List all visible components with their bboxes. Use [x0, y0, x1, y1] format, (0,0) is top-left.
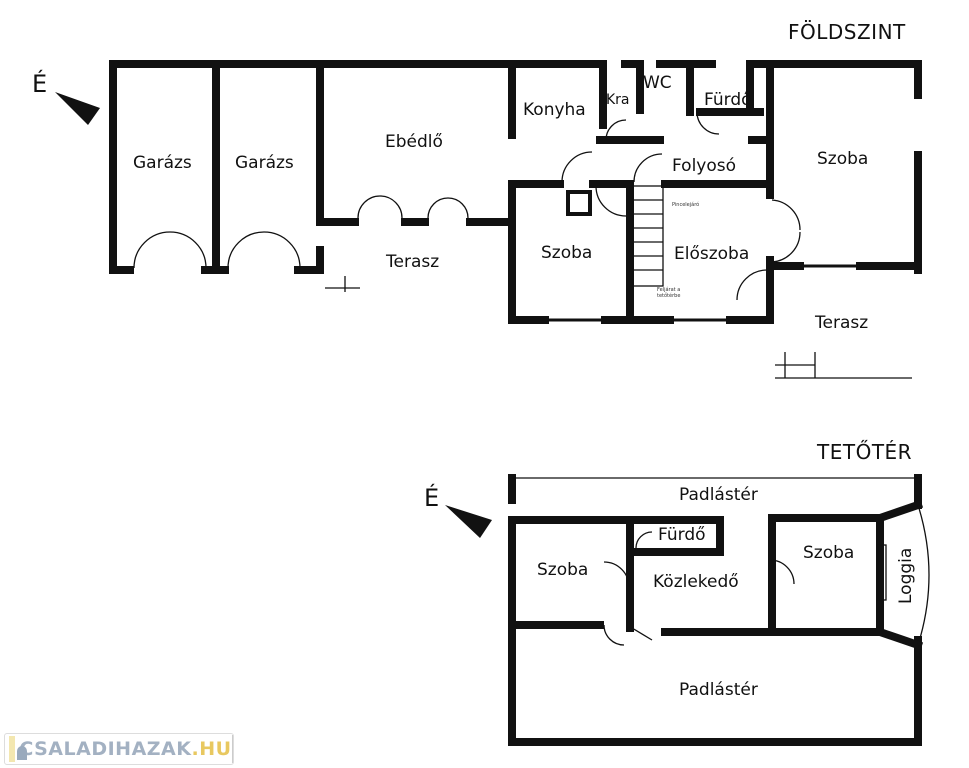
room-label: Előszoba — [674, 244, 750, 264]
chimney — [566, 190, 592, 216]
north-label: É — [32, 70, 48, 98]
wall — [212, 60, 516, 274]
loggia-arc — [917, 504, 930, 646]
stair-treads — [633, 199, 663, 271]
door-swing — [603, 531, 795, 646]
room-label: Konyha — [523, 100, 586, 120]
room-label: Fürdő — [704, 90, 752, 110]
wall — [508, 474, 922, 746]
attic-title: TETŐTÉR — [817, 440, 913, 464]
terrace-line — [325, 276, 912, 379]
room-label: Garázs — [235, 153, 294, 173]
wall — [508, 499, 924, 651]
room-label: WC — [643, 73, 672, 93]
logo-bar — [231, 735, 233, 763]
room-label: Kra — [606, 92, 630, 108]
room-label: Terasz — [815, 313, 869, 333]
room-label: Szoba — [803, 543, 855, 563]
door-swing — [561, 111, 801, 301]
room-label: Loggia — [896, 547, 916, 604]
room-label: Padlástér — [679, 485, 758, 505]
room-label: Szoba — [541, 243, 593, 263]
wall — [599, 60, 774, 188]
stairs — [632, 185, 664, 287]
wall — [508, 60, 922, 324]
room-label: Garázs — [133, 153, 192, 173]
brand-tld: .HU — [191, 738, 232, 760]
brand-text: CSALADIHAZAK — [19, 738, 192, 760]
room-label: Közlekedő — [653, 572, 739, 592]
attic-stairs-note: Feljárat a tetőtérbe — [657, 287, 681, 299]
loggia-window — [877, 544, 887, 601]
north-arrow-icon — [445, 505, 492, 538]
north-label: É — [424, 484, 440, 512]
door-swing — [133, 231, 301, 269]
house-icon — [9, 736, 28, 762]
room-label: Terasz — [386, 252, 440, 272]
room-label: Szoba — [817, 149, 869, 169]
ground-floor-title: FÖLDSZINT — [788, 20, 906, 44]
watermark-logo: CSALADIHAZAK.HU — [4, 733, 234, 765]
room-label: Folyosó — [672, 156, 737, 176]
wall — [508, 60, 774, 324]
window — [545, 264, 860, 322]
room-label: Fürdő — [658, 525, 706, 545]
cellar-note: Pincelejáró — [672, 202, 700, 208]
room-label: Padlástér — [679, 680, 758, 700]
door-swing — [357, 195, 469, 219]
room-label: Ebédlő — [385, 132, 443, 152]
room-label: Szoba — [537, 560, 589, 580]
north-arrow-icon — [55, 92, 100, 125]
north-arrows — [55, 92, 492, 538]
